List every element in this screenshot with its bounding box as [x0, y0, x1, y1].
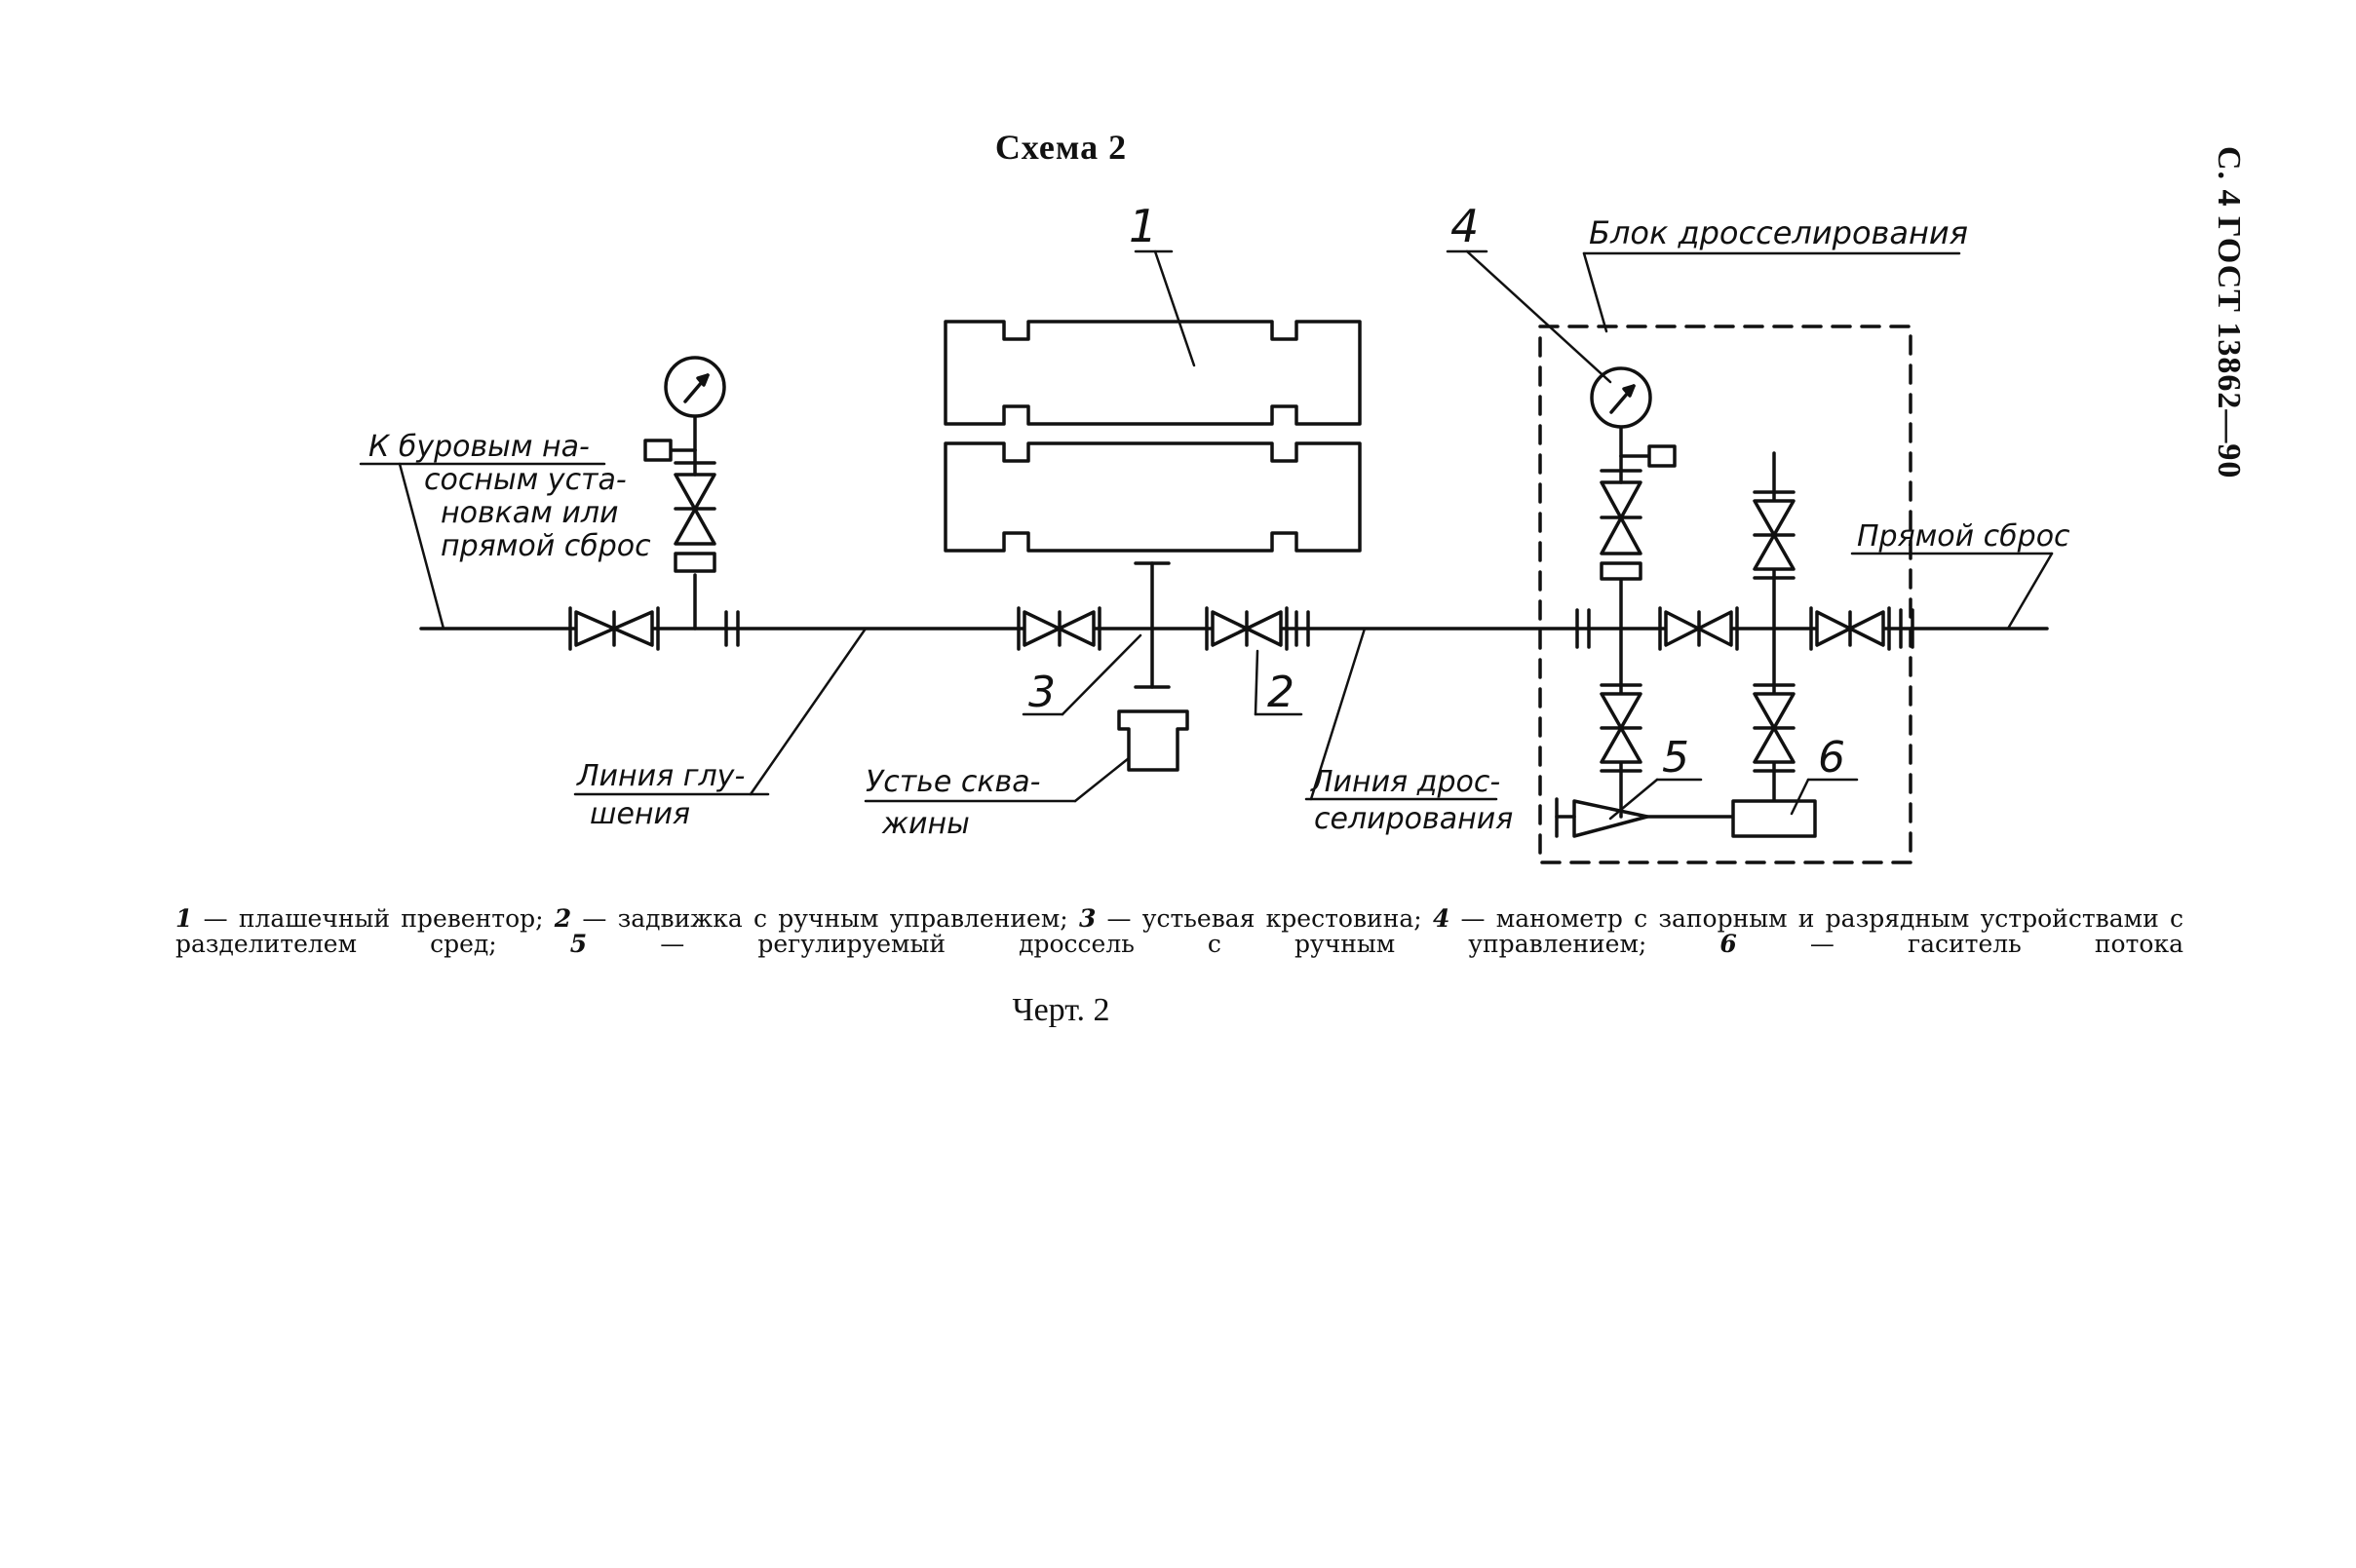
label-to-pumps-1: К буровым на-	[368, 430, 590, 464]
flange-choke-unit-outlet	[1899, 608, 1914, 649]
legend-item-2-text: задвижка с ручным управлением;	[617, 904, 1068, 933]
wellhead-body	[1117, 709, 1189, 772]
leader-lines	[359, 249, 2054, 821]
label-to-pumps-3: новкам или	[441, 496, 619, 530]
label-block-choke-unit: Блок дросселирования	[1589, 214, 1968, 251]
gauge-branch-right	[1600, 425, 1677, 581]
gate-valve-choke-unit-upper-right	[1753, 490, 1796, 580]
label-choke-line-1: Линия дрос-	[1310, 765, 1500, 799]
page-title: Схема 2	[994, 128, 1128, 167]
choke-unit-boundary	[1538, 325, 1912, 864]
label-wellhead-2: жины	[881, 807, 970, 841]
label-item-4: 4	[1450, 200, 1479, 252]
gate-valve-choke-unit-middle	[1658, 606, 1739, 651]
legend-item-6-text: гаситель потока	[1907, 930, 2183, 958]
legend-item-4-text: манометр с запорным и разрядным устройст…	[175, 904, 2183, 958]
legend-item-3-num: 3	[1078, 904, 1097, 933]
gate-valve-choke-unit-lower-left	[1600, 683, 1642, 773]
label-direct-discharge: Прямой сброс	[1857, 519, 2070, 554]
gate-valve-kill-inner	[1017, 606, 1101, 651]
legend-line-1: 1 — плашечный превентор; 2 — задвижка с …	[175, 904, 2183, 958]
adjustable-choke	[1555, 797, 1735, 838]
legend-item-5-text: регулируемый дроссель с ручным управлени…	[757, 930, 1647, 958]
flange-choke-unit-inlet	[1575, 608, 1591, 649]
label-wellhead-1: Устье сква-	[866, 765, 1040, 799]
ram-preventer-upper	[944, 320, 1362, 426]
label-item-1: 1	[1129, 200, 1157, 252]
legend-item-2-num: 2	[554, 904, 572, 933]
gate-valve-choke-inner	[1205, 606, 1289, 651]
flange-kill	[724, 610, 740, 647]
label-item-2: 2	[1267, 668, 1294, 717]
label-item-5: 5	[1662, 733, 1689, 783]
legend-item-6-num: 6	[1719, 930, 1737, 958]
figure-caption: Черт. 2	[1012, 992, 1110, 1028]
label-item-6: 6	[1818, 733, 1845, 783]
label-to-pumps-2: сосным уста-	[424, 463, 627, 497]
label-item-3: 3	[1028, 668, 1056, 717]
label-to-pumps-4: прямой сброс	[441, 529, 651, 563]
gate-valve-direct-discharge	[1809, 606, 1891, 651]
legend-item-3-text: устьевая крестовина;	[1141, 904, 1422, 933]
gate-valve-kill-outer	[568, 606, 660, 651]
pressure-gauge-left-icon	[664, 356, 726, 418]
pressure-gauge-right-icon	[1590, 366, 1652, 429]
flange-choke	[1294, 610, 1310, 647]
flow-damper	[1731, 799, 1817, 838]
label-kill-line-2: шения	[590, 797, 690, 831]
legend-item-4-num: 4	[1432, 904, 1450, 933]
label-kill-line-1: Линия глу-	[576, 759, 745, 793]
legend-item-5-num: 5	[569, 930, 588, 958]
legend-item-1-num: 1	[175, 904, 193, 933]
ram-preventer-lower	[944, 441, 1362, 553]
label-choke-line-2: селирования	[1314, 802, 1513, 836]
gate-valve-choke-unit-lower-right	[1753, 683, 1796, 773]
legend: 1 — плашечный превентор; 2 — задвижка с …	[175, 906, 2183, 957]
gauge-branch-left	[643, 415, 716, 631]
legend-item-1-text: плашечный превентор;	[238, 904, 544, 933]
